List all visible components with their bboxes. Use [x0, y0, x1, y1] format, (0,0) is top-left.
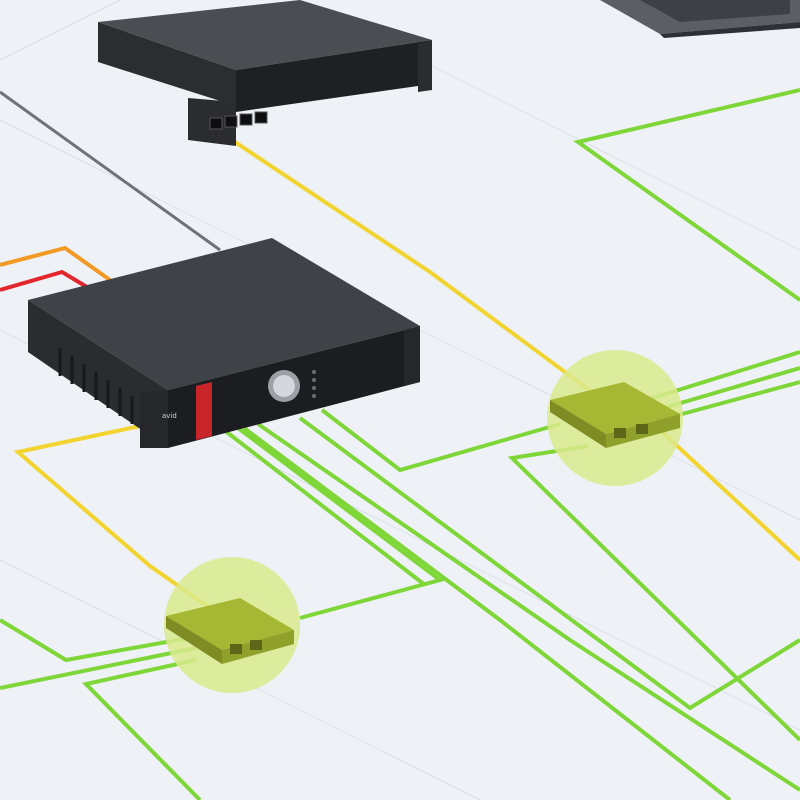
link-green-main-to-node-left: [222, 428, 427, 587]
switch-ports: [209, 111, 268, 130]
link-green-main-to-node-right: [298, 416, 800, 711]
link-green-node-left-bundle: [82, 658, 202, 800]
link-green-main-to-node-left: [236, 426, 445, 620]
fiber-port[interactable]: [250, 640, 262, 650]
fiber-port[interactable]: [230, 644, 242, 654]
link-green-main-to-node-right: [320, 408, 561, 473]
link-green-node-left-bundle: [0, 618, 201, 663]
side-vents: [58, 348, 134, 424]
rack-server-3u-icon[interactable]: avid: [28, 238, 420, 448]
link-green-node-left-bundle: [0, 646, 197, 690]
control-knob[interactable]: [268, 370, 300, 402]
laptop-edge-icon[interactable]: [600, 0, 800, 38]
fiber-port[interactable]: [614, 428, 626, 438]
front-accent-panel: [196, 382, 212, 440]
rack-switch-2u-icon[interactable]: [98, 0, 432, 146]
status-leds: [312, 370, 316, 398]
ethernet-port[interactable]: [209, 117, 223, 130]
ethernet-port[interactable]: [224, 115, 238, 128]
link-orange-cable: [0, 245, 112, 282]
link-green-main-to-node-right: [242, 426, 732, 800]
main-unit-brand: avid: [162, 412, 177, 420]
network-interface-node-right[interactable]: [547, 350, 683, 486]
link-green-node-right-bundle: [659, 380, 800, 422]
network-interface-node-icon: [550, 382, 680, 448]
link-gray-cable: [0, 90, 221, 252]
link-red-cable: [0, 269, 94, 292]
ethernet-port[interactable]: [239, 113, 253, 126]
fiber-port[interactable]: [636, 424, 648, 434]
link-green-top-right-loop: [573, 88, 800, 302]
grid-line: [0, 0, 121, 61]
link-green-main-to-node-right: [256, 422, 800, 792]
network-interface-node-left[interactable]: [164, 557, 300, 693]
network-interface-node-icon: [166, 598, 294, 664]
ethernet-port[interactable]: [254, 111, 268, 124]
